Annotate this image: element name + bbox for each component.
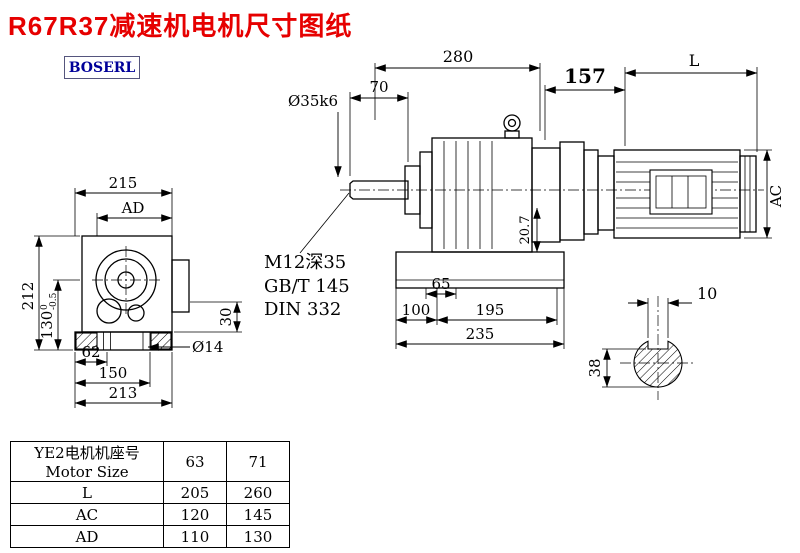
table-cell-value: 120	[163, 503, 227, 526]
table-header-size-71: 71	[226, 441, 290, 482]
side-view	[299, 114, 764, 289]
dim-215: 215	[109, 174, 138, 192]
dim-280: 280	[443, 47, 474, 66]
side-view-dimensions: 280 70 Ø35k6 157 L AC 20.7 M12深35 GB/T 1…	[264, 47, 785, 349]
output-shaft	[349, 180, 409, 200]
table-header-size-63: 63	[163, 441, 227, 482]
table-cell-value: 205	[163, 481, 227, 504]
fan-cover	[739, 155, 757, 233]
mounting-base	[395, 251, 565, 289]
dim-235: 235	[466, 325, 495, 343]
table-header-cn: YE2电机机座号	[34, 444, 140, 462]
motor-terminal-box	[649, 169, 713, 215]
dim-70: 70	[369, 78, 388, 96]
dim-hole-14: Ø14	[192, 338, 223, 356]
dim-38: 38	[586, 358, 604, 377]
dim-130: 130	[38, 311, 56, 340]
dim-62: 62	[81, 343, 100, 361]
shaft-section-circle	[633, 340, 683, 388]
dim-shaft-35k6: Ø35k6	[288, 92, 338, 110]
dim-ad: AD	[121, 199, 145, 217]
table-row-l: L 205 260	[10, 481, 290, 504]
dim-213: 213	[109, 384, 138, 402]
dim-20-7: 20.7	[518, 216, 533, 245]
front-view	[74, 235, 190, 351]
dim-195: 195	[476, 301, 505, 319]
table-row-ac: AC 120 145	[10, 503, 290, 526]
page-title: R67R37减速机电机尺寸图纸	[8, 11, 353, 41]
table-header-en: Motor Size	[45, 463, 129, 481]
table-row-ad: AD 110 130	[10, 525, 290, 548]
table-cell-value: 145	[226, 503, 290, 526]
note-din332: DIN 332	[264, 299, 341, 320]
front-view-dimensions: 215 AD 212 130 0 -0.5 62 150 213	[19, 174, 242, 408]
table-cell-value: 110	[163, 525, 227, 548]
eyebolt-base	[504, 130, 520, 139]
dim-ac: AC	[767, 185, 785, 208]
eyebolt-ring	[503, 114, 521, 132]
table-cell-label: AD	[10, 525, 164, 548]
brand-logo: BOSERL	[64, 56, 140, 79]
dim-l: L	[689, 51, 700, 70]
dim-130-tol-lower: -0.5	[49, 292, 59, 310]
dim-157: 157	[564, 64, 606, 88]
dim-212: 212	[19, 282, 37, 311]
table-cell-label: L	[10, 481, 164, 504]
dim-30: 30	[217, 307, 235, 326]
table-cell-label: AC	[10, 503, 164, 526]
dim-100: 100	[402, 301, 431, 319]
foot-hatch-left	[75, 332, 98, 350]
note-gbt145: GB/T 145	[264, 276, 350, 297]
table-header-motor-size: YE2电机机座号 Motor Size	[10, 441, 164, 482]
dim-10: 10	[697, 284, 717, 303]
dim-130-tol-upper: 0	[40, 304, 50, 310]
table-cell-value: 260	[226, 481, 290, 504]
table-cell-value: 130	[226, 525, 290, 548]
dim-65: 65	[431, 275, 450, 293]
dim-150: 150	[99, 364, 128, 382]
note-m12: M12深35	[264, 252, 346, 273]
motor-size-table: YE2电机机座号 Motor Size 63 71 L 205 260 AC 1…	[10, 441, 290, 548]
shaft-section: 10 38	[586, 284, 717, 400]
